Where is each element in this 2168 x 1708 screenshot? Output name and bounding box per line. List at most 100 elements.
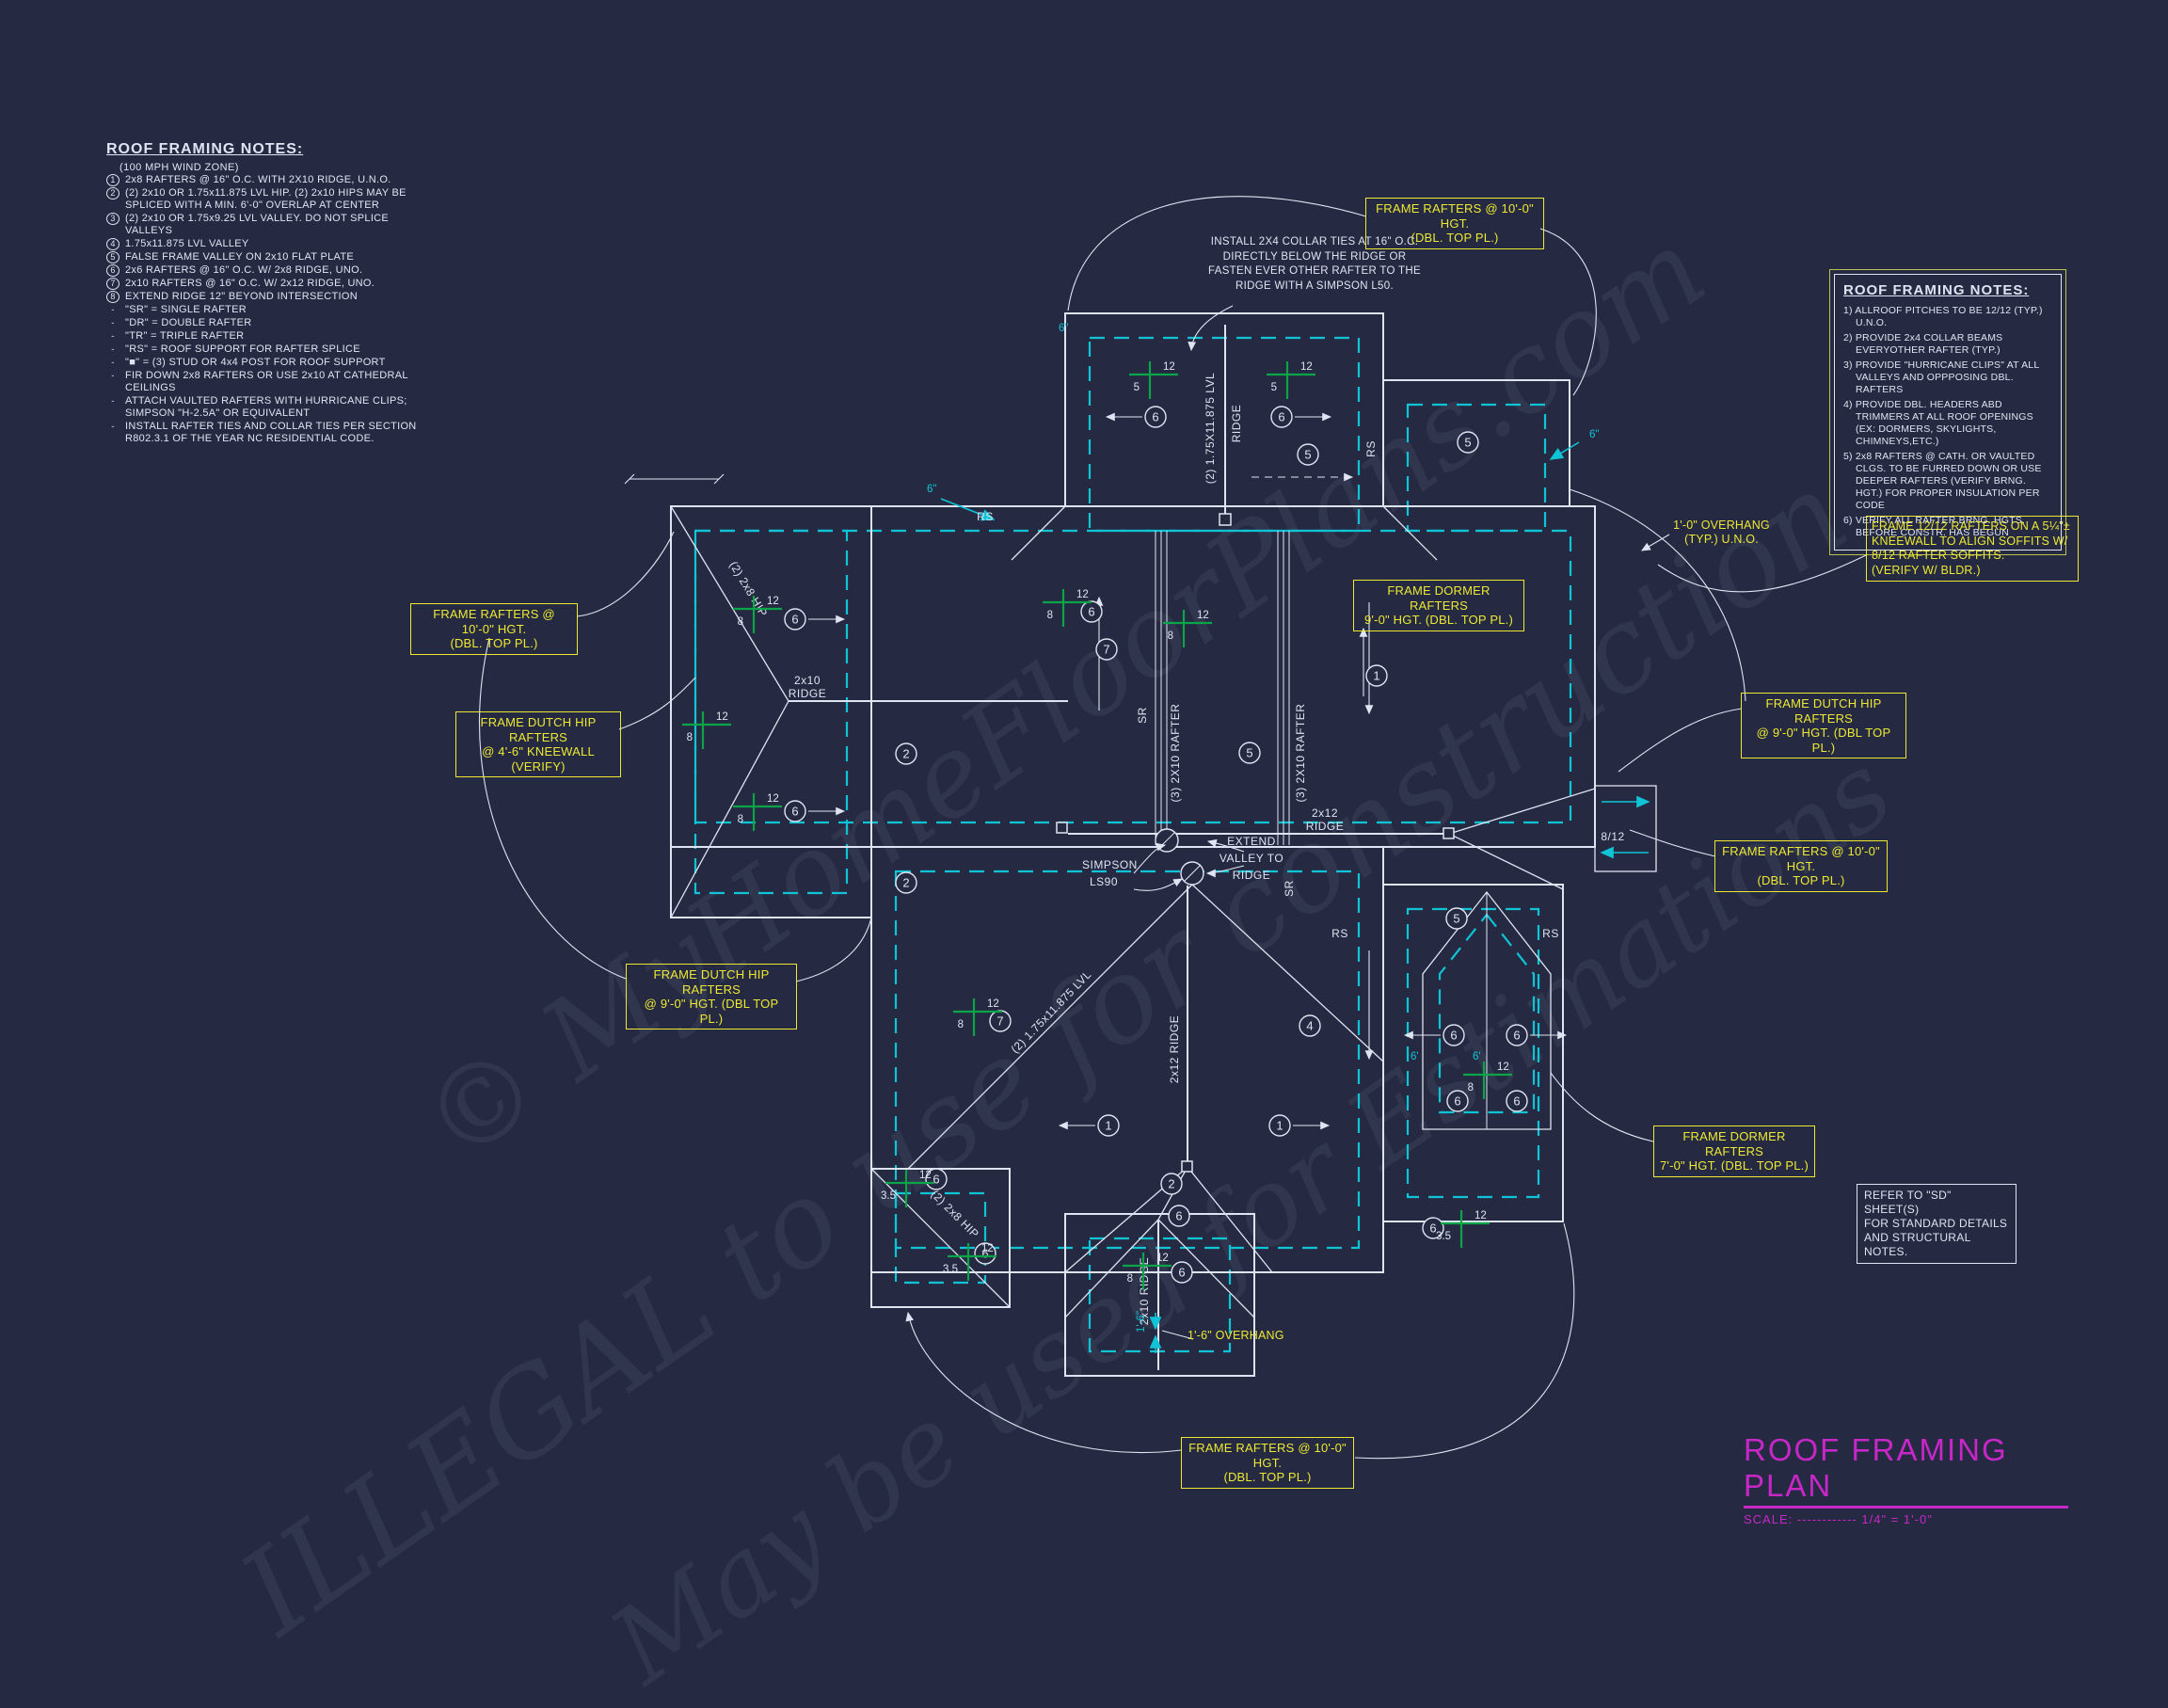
rafter-type-marker: 6 — [1446, 1090, 1469, 1112]
svg-text:1: 1 — [1276, 1119, 1283, 1133]
notes-title: ROOF FRAMING NOTES: — [106, 141, 304, 157]
circled-number-icon: 6 — [106, 264, 120, 277]
svg-text:5: 5 — [1271, 382, 1277, 393]
simpson-note: LS90 — [1090, 875, 1118, 888]
extend-valley-note: EXTEND — [1227, 835, 1276, 848]
pitch-marker: 128 — [1043, 589, 1092, 627]
rafter-type-marker: 6 — [974, 1242, 996, 1265]
pitch-marker: 123.5 — [881, 1170, 934, 1207]
note-item: 3(2) 2x10 OR 1.75x9.25 LVL VALLEY. DO NO… — [106, 213, 436, 237]
svg-text:6: 6 — [981, 1247, 988, 1261]
roof-post-icon — [1181, 1160, 1193, 1173]
hip-label: (2) 2x8 HIP — [928, 1188, 981, 1241]
svg-text:3.5: 3.5 — [881, 1190, 896, 1202]
svg-text:12: 12 — [1497, 1062, 1509, 1073]
rafter-type-marker: 6 — [1506, 1090, 1528, 1112]
callout-frame-rafters-bottom: FRAME RAFTERS @ 10'-0" HGT.(DBL. TOP PL.… — [1181, 1437, 1354, 1489]
svg-text:6: 6 — [1513, 1029, 1520, 1043]
svg-text:5: 5 — [1304, 448, 1311, 462]
roof-post-icon — [1219, 513, 1232, 526]
note-item: -"RS" = ROOF SUPPORT FOR RAFTER SPLICE — [106, 343, 436, 356]
dim-6ft: 6' — [1473, 1051, 1481, 1062]
single-rafter-label: SR — [1283, 880, 1296, 897]
overhang-1-6-label: 1'-6" OVERHANG — [1188, 1329, 1284, 1342]
dim-6in: 6" — [927, 484, 936, 495]
rafter-type-marker: 6 — [1168, 1205, 1190, 1227]
rafter-type-marker: 6 — [1080, 600, 1103, 623]
note-item: 4) PROVIDE DBL. HEADERS ABD TRIMMERS AT … — [1843, 399, 2033, 447]
single-rafter-label: SR — [1136, 707, 1149, 724]
ridge-label: 2x12 RIDGE — [1168, 1015, 1181, 1083]
svg-text:5: 5 — [1453, 912, 1459, 926]
lvl-ridge-label: (2) 1.75X11.875 LVL — [1204, 373, 1217, 484]
svg-text:4: 4 — [1306, 1019, 1313, 1033]
svg-text:8: 8 — [1047, 610, 1053, 621]
note-item: 1) ALLROOF PITCHES TO BE 12/12 (TYP.) U.… — [1843, 305, 2043, 328]
svg-text:3.5: 3.5 — [943, 1264, 958, 1275]
dim-6ft: 6' — [1411, 1051, 1419, 1062]
callout-dutch-hip-right: FRAME DUTCH HIP RAFTERS@ 9'-0" HGT. (DBL… — [1741, 693, 1906, 758]
svg-text:6: 6 — [1178, 1266, 1185, 1280]
svg-text:6: 6 — [1429, 1221, 1436, 1236]
ridge-label: 2x10 RIDGE — [1138, 1257, 1151, 1325]
pitch-marker: 123.5 — [943, 1243, 996, 1281]
dash-bullet-icon: - — [111, 344, 115, 354]
svg-text:12: 12 — [981, 1243, 994, 1254]
rafter-type-marker: 6 — [1171, 1261, 1193, 1284]
svg-text:2: 2 — [902, 747, 909, 761]
circled-number-icon: 8 — [106, 291, 120, 303]
callout-dutch-hip-bottom: FRAME DUTCH HIP RAFTERS@ 9'-0" HGT. (DBL… — [626, 964, 797, 1030]
wind-zone-subtitle: (100 MPH WIND ZONE) — [120, 162, 239, 173]
valley-label: (2) 1.75x11.875 LVL — [1009, 967, 1094, 1056]
svg-text:8: 8 — [687, 732, 693, 743]
svg-text:6: 6 — [791, 613, 798, 627]
roof-framing-notes-left: ROOF FRAMING NOTES: (100 MPH WIND ZONE) … — [106, 141, 436, 446]
note-item: -"SR" = SINGLE RAFTER — [106, 304, 436, 316]
circled-number-icon: 2 — [106, 187, 120, 200]
svg-text:6: 6 — [1450, 1029, 1457, 1043]
roof-framing-notes-right: ROOF FRAMING NOTES: 1) ALLROOF PITCHES T… — [1829, 269, 2066, 555]
svg-text:5: 5 — [1246, 746, 1252, 760]
svg-text:6: 6 — [791, 805, 798, 819]
circled-number-icon: 1 — [106, 174, 120, 186]
rafter-type-marker: 6 — [784, 608, 846, 631]
note-item: 6) VERIFY ALL RAFTER BRNG. HGTS. BEFORE … — [1843, 515, 2026, 538]
note-item: 2) PROVIDE 2x4 COLLAR BEAMS EVERYOTHER R… — [1843, 332, 2003, 356]
rafter-type-marker: 1 — [1268, 1114, 1331, 1137]
callout-frame-rafters-top: FRAME RAFTERS @ 10'-0" HGT.(DBL. TOP PL.… — [1365, 198, 1544, 249]
svg-text:12: 12 — [1197, 610, 1209, 621]
rafter-type-marker: 6 — [1270, 406, 1332, 428]
note-item: 5) 2x8 RAFTERS @ CATH. OR VAULTED CLGS. … — [1843, 451, 2042, 511]
svg-text:6: 6 — [1513, 1094, 1520, 1109]
roof-post-icon — [1443, 827, 1455, 839]
callout-frame-rafters-right: FRAME RAFTERS @ 10'-0" HGT.(DBL. TOP PL.… — [1714, 840, 1888, 892]
wall-lines-dashed — [693, 336, 1572, 1353]
note-item: -"■" = (3) STUD OR 4x4 POST FOR ROOF SUP… — [106, 357, 436, 369]
ridge-label: 2x10 — [794, 674, 821, 687]
circled-number-icon: 3 — [106, 213, 120, 225]
circled-number-icon: 5 — [106, 251, 120, 263]
dash-bullet-icon: - — [111, 358, 115, 367]
dim-1-6: 1'-6" — [1136, 1311, 1147, 1333]
note-item: 2(2) 2x10 OR 1.75x11.875 LVL HIP. (2) 2x… — [106, 187, 436, 212]
circled-number-icon: 7 — [106, 278, 120, 290]
simpson-note: SIMPSON — [1082, 858, 1138, 871]
lvl-ridge-label: RIDGE — [1230, 405, 1243, 443]
note-item: -FIR DOWN 2x8 RAFTERS OR USE 2x10 AT CAT… — [106, 370, 436, 394]
rafter-type-marker: 5 — [1445, 907, 1468, 930]
dim-6in: 6" — [1589, 429, 1599, 440]
rafter-type-marker: 6 — [1422, 1217, 1444, 1239]
roof-support-label: RS — [1364, 440, 1378, 457]
rafter-type-marker: 6 — [784, 800, 846, 822]
dash-bullet-icon: - — [111, 331, 115, 341]
svg-text:8: 8 — [738, 616, 743, 628]
svg-text:1: 1 — [1373, 669, 1379, 683]
dash-bullet-icon: - — [111, 396, 115, 406]
svg-text:2: 2 — [1168, 1177, 1174, 1191]
callout-dutch-hip-left: FRAME DUTCH HIP RAFTERS@ 4'-6" KNEEWALL … — [455, 711, 621, 777]
